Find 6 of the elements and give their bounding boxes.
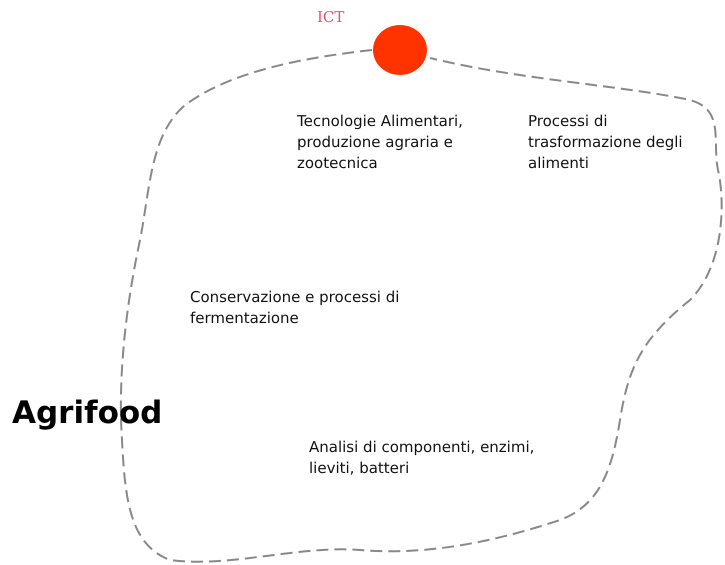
topic-text: Tecnologie Alimentari, produzione agraria e zootecnica (297, 111, 464, 174)
region-title: Agrifood (12, 395, 162, 431)
circle-label: ICT (317, 8, 344, 26)
topic-text: Analisi di componenti, enzimi, lieviti, batteri (309, 437, 536, 479)
topic-text: Conservazione e processi di fermentazione (190, 287, 400, 329)
topic-text: Processi di trasformazione degli alimenti (528, 111, 684, 174)
